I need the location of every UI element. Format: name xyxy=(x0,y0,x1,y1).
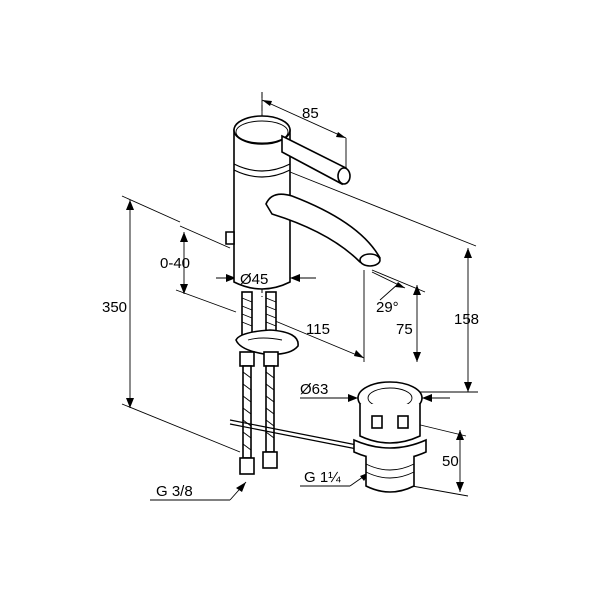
faucet-body xyxy=(225,92,381,300)
dim-diameter-45: Ø45 xyxy=(240,271,268,288)
dimension-labels: 85 0-40 Ø45 29° 350 115 75 158 Ø63 50 G … xyxy=(102,105,479,500)
dimension-lines xyxy=(121,97,478,501)
dim-50: 50 xyxy=(442,453,459,470)
dim-350: 350 xyxy=(102,299,127,316)
dim-29-degrees: 29° xyxy=(376,299,399,316)
dim-85: 85 xyxy=(302,105,319,122)
arrowheads xyxy=(126,100,472,492)
mounting-hardware xyxy=(229,291,363,475)
dim-diameter-63: Ø63 xyxy=(300,381,328,398)
dim-158: 158 xyxy=(454,311,479,328)
dim-75: 75 xyxy=(396,321,413,338)
waste-assembly xyxy=(353,381,427,493)
thread-g-3-8: G 3/8 xyxy=(156,483,193,500)
dim-115: 115 xyxy=(306,321,330,338)
thread-g-1-1-4: G 1¼ xyxy=(304,469,341,486)
dim-0-40: 0-40 xyxy=(160,255,190,272)
